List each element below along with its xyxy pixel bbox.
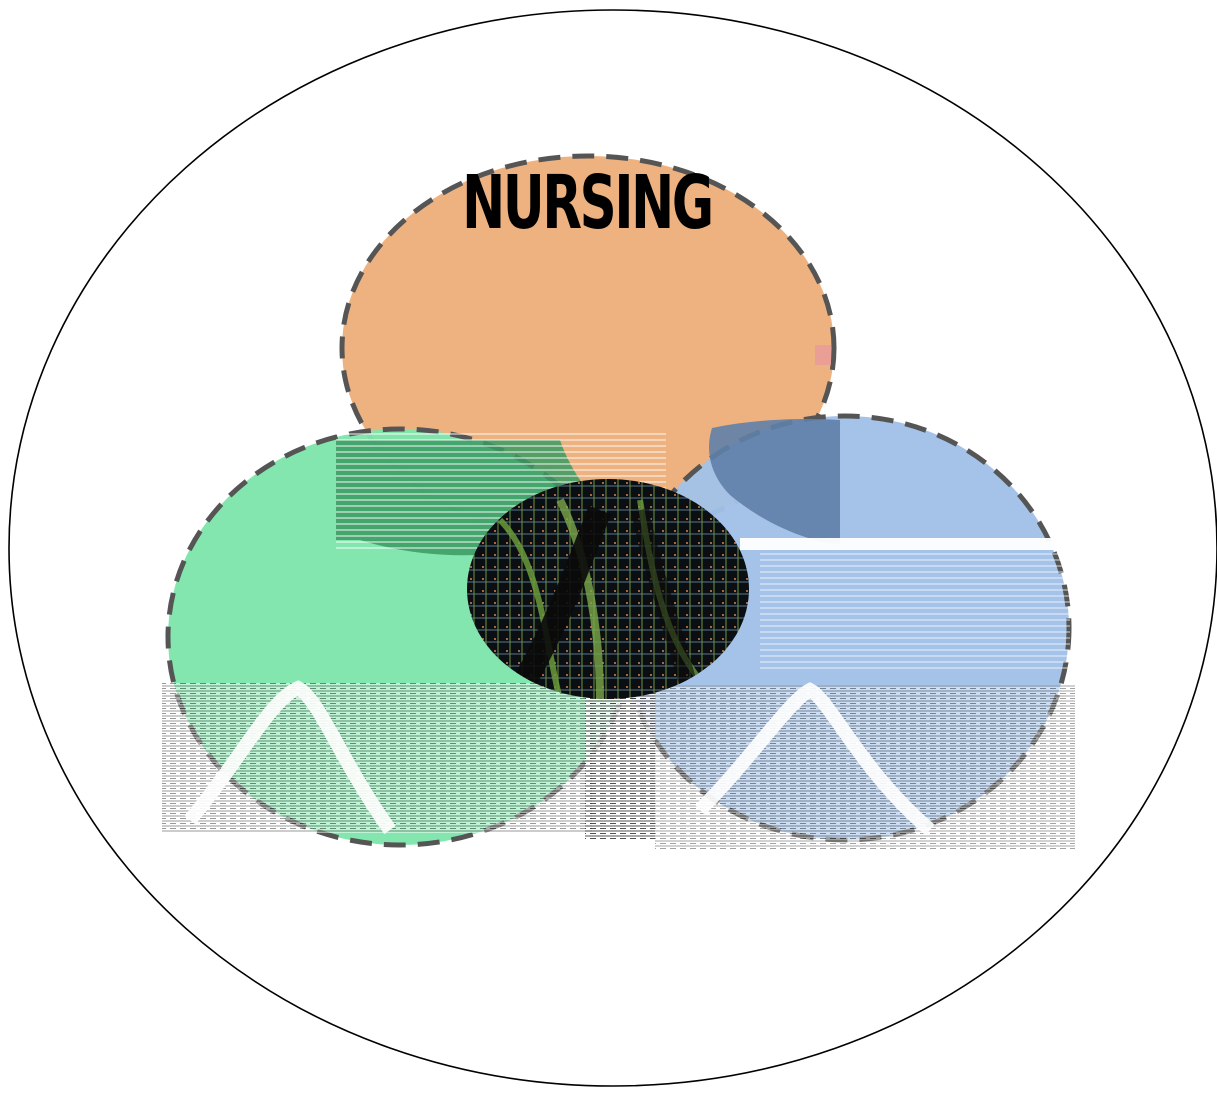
left-arch-shape <box>184 680 396 835</box>
nursing-title: NURSING <box>462 161 712 247</box>
lower-center-scanlines <box>585 690 655 840</box>
right-arch-shape <box>695 682 935 836</box>
right-circle-glitch-band <box>740 538 1076 550</box>
right-circle-stripes <box>760 550 1070 670</box>
center-pattern <box>497 498 703 699</box>
overlap-nursing-right <box>709 418 840 545</box>
center-overlap-ellipse <box>467 479 749 699</box>
edge-artifact <box>815 345 831 365</box>
